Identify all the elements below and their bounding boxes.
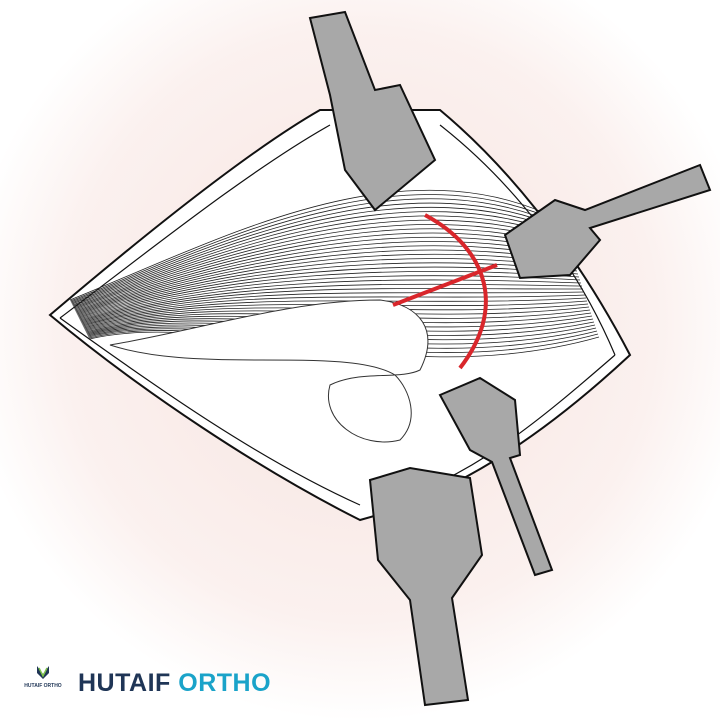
muscle-fiber (71, 202, 564, 304)
muscle-fiber (73, 224, 569, 309)
muscle-fiber (73, 219, 568, 308)
muscle-fibers (69, 189, 600, 358)
muscle-fiber (74, 228, 570, 310)
bottom-right-retractor (438, 376, 554, 577)
brand-name-part1: HUTAIF (78, 669, 171, 697)
muscle-fiber (74, 232, 571, 311)
bottom-retractor (368, 466, 484, 707)
brand-name: HUTAIF ORTHO (78, 669, 271, 698)
muscle-fiber (69, 189, 561, 301)
brand-logo-text: HUTAIF ORTHO (24, 683, 62, 689)
brand-logo (37, 666, 49, 679)
muscle-fiber (70, 194, 562, 302)
right-retractor (503, 163, 712, 280)
top-retractor (308, 10, 437, 212)
tendon (109, 299, 429, 443)
muscle-fiber (75, 241, 573, 313)
muscle-fiber (72, 215, 567, 307)
muscle-fiber (82, 297, 587, 327)
muscle-fiber (79, 275, 581, 321)
muscle-fiber (71, 206, 565, 305)
muscle-fiber (80, 283, 583, 323)
muscle-fiber (80, 279, 582, 322)
incision-arc (424, 213, 488, 370)
muscle-fiber (81, 288, 584, 324)
muscle-fiber (75, 236, 572, 312)
muscle-fiber (76, 245, 574, 314)
incision-line (392, 263, 498, 307)
muscle-fiber (77, 253, 576, 316)
muscle-fiber (70, 198, 563, 303)
incision-marks (392, 213, 498, 370)
muscle-fiber (82, 294, 586, 326)
muscle-fiber (72, 211, 566, 306)
muscle-fiber (79, 271, 580, 320)
muscle-fiber (76, 249, 575, 315)
muscle-fiber (77, 258, 577, 317)
muscle-fiber (78, 262, 578, 318)
brand-name-part2: ORTHO (178, 669, 272, 697)
retractors (308, 10, 712, 707)
muscle-fiber (81, 291, 585, 325)
muscle-fiber (78, 266, 579, 319)
